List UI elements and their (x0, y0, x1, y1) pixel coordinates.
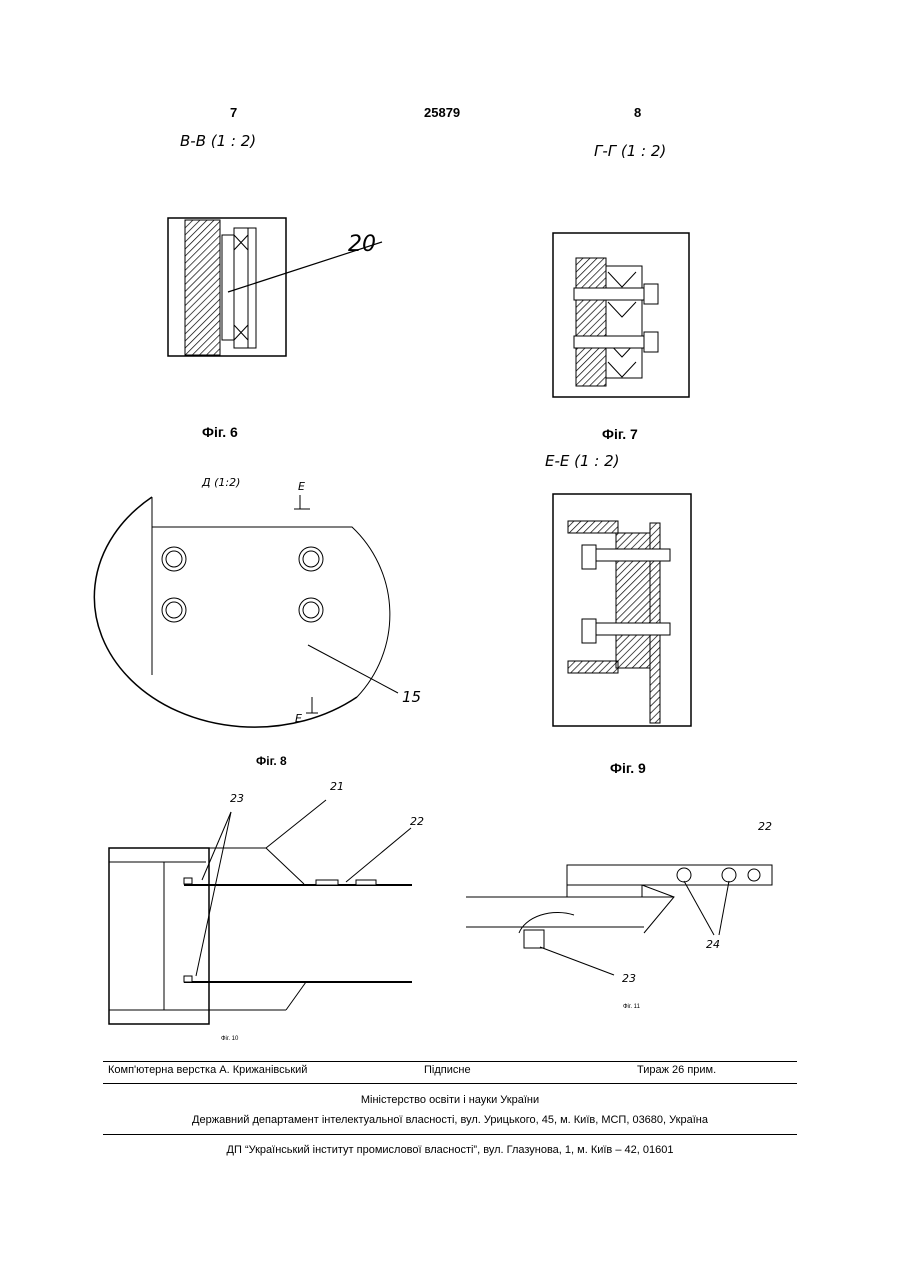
footer-institute: ДП “Український інститут промислової вла… (103, 1144, 797, 1156)
footer-circulation: Тираж 26 прим. (637, 1064, 716, 1076)
footer-signed: Підписне (424, 1064, 471, 1076)
footer-rule-top (103, 1061, 797, 1062)
page-number-left: 7 (230, 105, 237, 120)
page-number-right: 8 (634, 105, 641, 120)
fig11-callout-23: 23 (622, 972, 636, 985)
footer-ministry: Міністерство освіти і науки України (103, 1094, 797, 1106)
fig8-callout-15: 15 (402, 688, 421, 706)
fig6-callout-20: 20 (348, 232, 376, 257)
fig7-caption: Фіг. 7 (602, 426, 638, 442)
fig10-caption: Фіг. 10 (221, 1036, 238, 1042)
fig8-drawing (112, 485, 432, 725)
fig11-callout-24: 24 (706, 938, 720, 951)
fig7-section-label: Г-Г (1 : 2) (594, 142, 666, 160)
fig10-callout-22: 22 (410, 815, 424, 828)
fig6-section-label: В-В (1 : 2) (180, 132, 256, 150)
fig10-drawing (106, 800, 436, 1030)
footer-rule-middle (103, 1083, 797, 1084)
fig11-callout-22: 22 (758, 820, 772, 833)
fig9-drawing (552, 493, 694, 728)
footer-rule-bottom (103, 1134, 797, 1135)
fig9-section-label: Е-Е (1 : 2) (545, 452, 620, 470)
footer-typesetter: Комп'ютерна верстка А. Крижанівський (108, 1064, 307, 1076)
fig8-caption: Фіг. 8 (256, 754, 287, 768)
fig7-drawing (552, 232, 692, 400)
fig11-caption: Фіг. 11 (623, 1004, 640, 1010)
fig9-caption: Фіг. 9 (610, 760, 646, 776)
fig8-marker-bottom: Е (295, 712, 302, 725)
fig11-drawing (464, 815, 784, 985)
document-number: 25879 (424, 105, 460, 120)
footer-department: Державний департамент інтелектуальної вл… (103, 1114, 797, 1126)
fig10-callout-21: 21 (330, 780, 344, 793)
fig6-caption: Фіг. 6 (202, 424, 238, 440)
fig10-callout-23: 23 (230, 792, 244, 805)
